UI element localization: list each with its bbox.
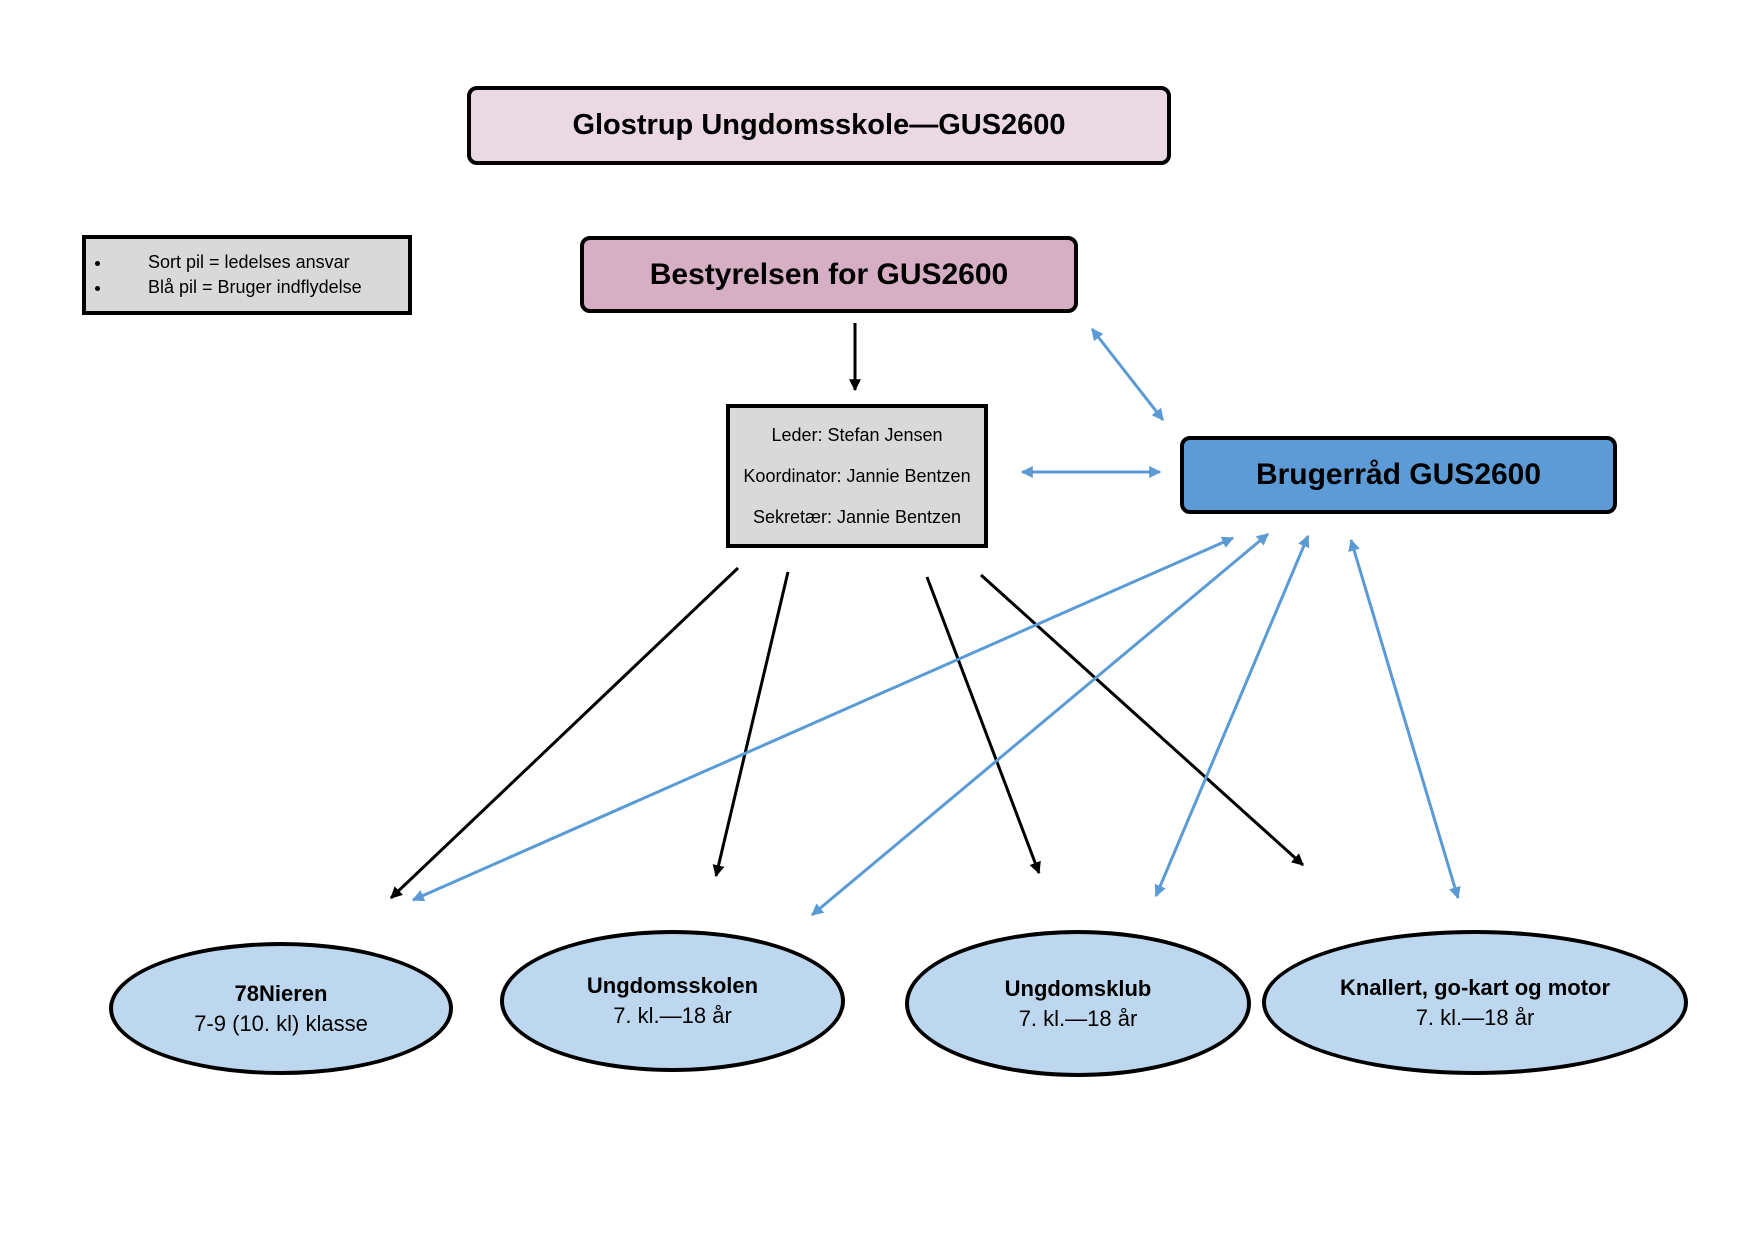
title-box: Glostrup Ungdomsskole—GUS2600 — [467, 86, 1171, 165]
leader-text: Leder: Stefan Jensen — [771, 424, 943, 445]
unit-detail: 7. kl.—18 år — [1018, 1005, 1138, 1031]
user-council-box: Brugerråd GUS2600 — [1180, 436, 1617, 514]
unit-detail: 7. kl.—18 år — [613, 1003, 732, 1028]
secretary-text: Sekretær: Jannie Bentzen — [752, 506, 962, 527]
unit-ungdomsklub: Ungdomsklub 7. kl.—18 år — [905, 930, 1251, 1077]
legend-box: Sort pil = ledelses ansvar Blå pil = Bru… — [82, 235, 412, 315]
arrow-council-78nieren — [411, 536, 1235, 902]
unit-name: Knallert, go-kart og motor — [1339, 974, 1611, 1000]
coordinator-text: Koordinator: Jannie Bentzen — [743, 465, 971, 486]
unit-name: Ungdomsklub — [1004, 975, 1152, 1001]
arrow-management-to-ungdomsskolen — [712, 571, 790, 878]
user-council-text: Brugerråd GUS2600 — [1255, 458, 1542, 491]
unit-detail: 7. kl.—18 år — [1415, 1004, 1535, 1030]
arrow-management-to-knallert — [979, 573, 1305, 867]
unit-78nieren: 78Nieren 7-9 (10. kl) klasse — [109, 942, 453, 1075]
arrow-management-to-ungdomsklub — [925, 576, 1041, 875]
arrow-council-ungdomsklub — [1154, 534, 1310, 898]
title-text: Glostrup Ungdomsskole—GUS2600 — [572, 109, 1066, 141]
unit-knallert: Knallert, go-kart og motor 7. kl.—18 år — [1262, 930, 1688, 1075]
unit-ungdomsskolen: Ungdomsskolen 7. kl.—18 år — [500, 930, 845, 1072]
management-box: Leder: Stefan Jensen Koordinator: Jannie… — [726, 404, 988, 548]
board-box: Bestyrelsen for GUS2600 — [580, 236, 1078, 313]
arrow-council-knallert — [1348, 538, 1461, 900]
unit-name: Ungdomsskolen — [586, 973, 759, 998]
legend-item-blue-arrow: Blå pil = Bruger indflydelse — [112, 277, 362, 298]
legend-list: Sort pil = ledelses ansvar Blå pil = Bru… — [86, 248, 362, 302]
legend-item-black-arrow: Sort pil = ledelses ansvar — [112, 252, 362, 273]
unit-detail: 7-9 (10. kl) klasse — [194, 1010, 368, 1036]
arrow-council-ungdomsskolen — [811, 532, 1269, 917]
unit-name: 78Nieren — [234, 980, 328, 1006]
board-text: Bestyrelsen for GUS2600 — [649, 257, 1009, 291]
arrow-board-council — [1090, 328, 1165, 421]
arrow-management-to-78nieren — [389, 566, 740, 900]
